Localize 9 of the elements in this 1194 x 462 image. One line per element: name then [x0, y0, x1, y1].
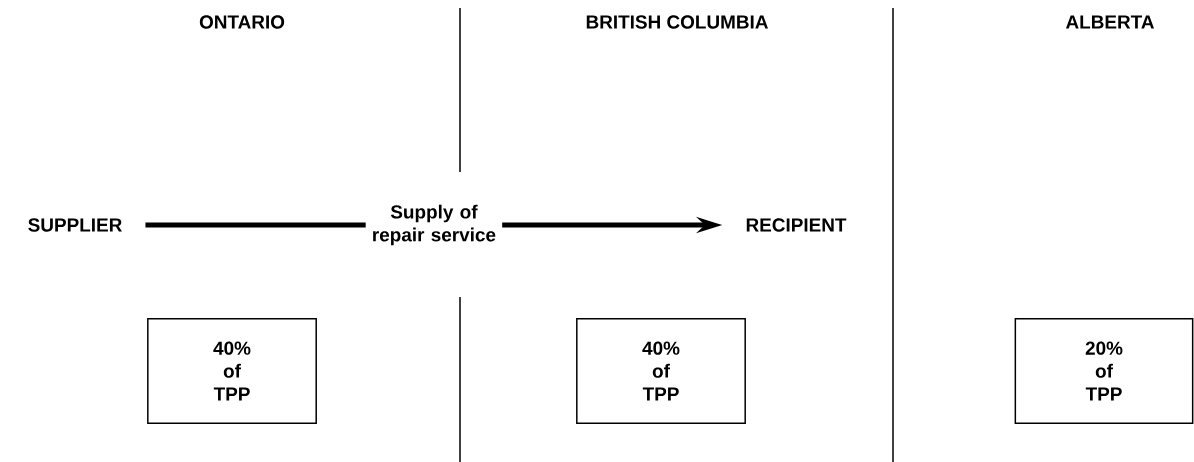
- percentage-box: 40% of TPP: [147, 317, 317, 425]
- region-heading: ALBERTA: [1065, 15, 1154, 29]
- party-label: SUPPLIER: [28, 218, 122, 232]
- percentage-box: 40% of TPP: [576, 317, 746, 425]
- edge-label: Supply of repair service: [365, 198, 503, 252]
- party-label: RECIPIENT: [746, 218, 847, 232]
- region-heading: BRITISH COLUMBIA: [586, 15, 768, 29]
- percentage-box: 20% of TPP: [1014, 317, 1194, 425]
- region-heading: ONTARIO: [199, 15, 285, 29]
